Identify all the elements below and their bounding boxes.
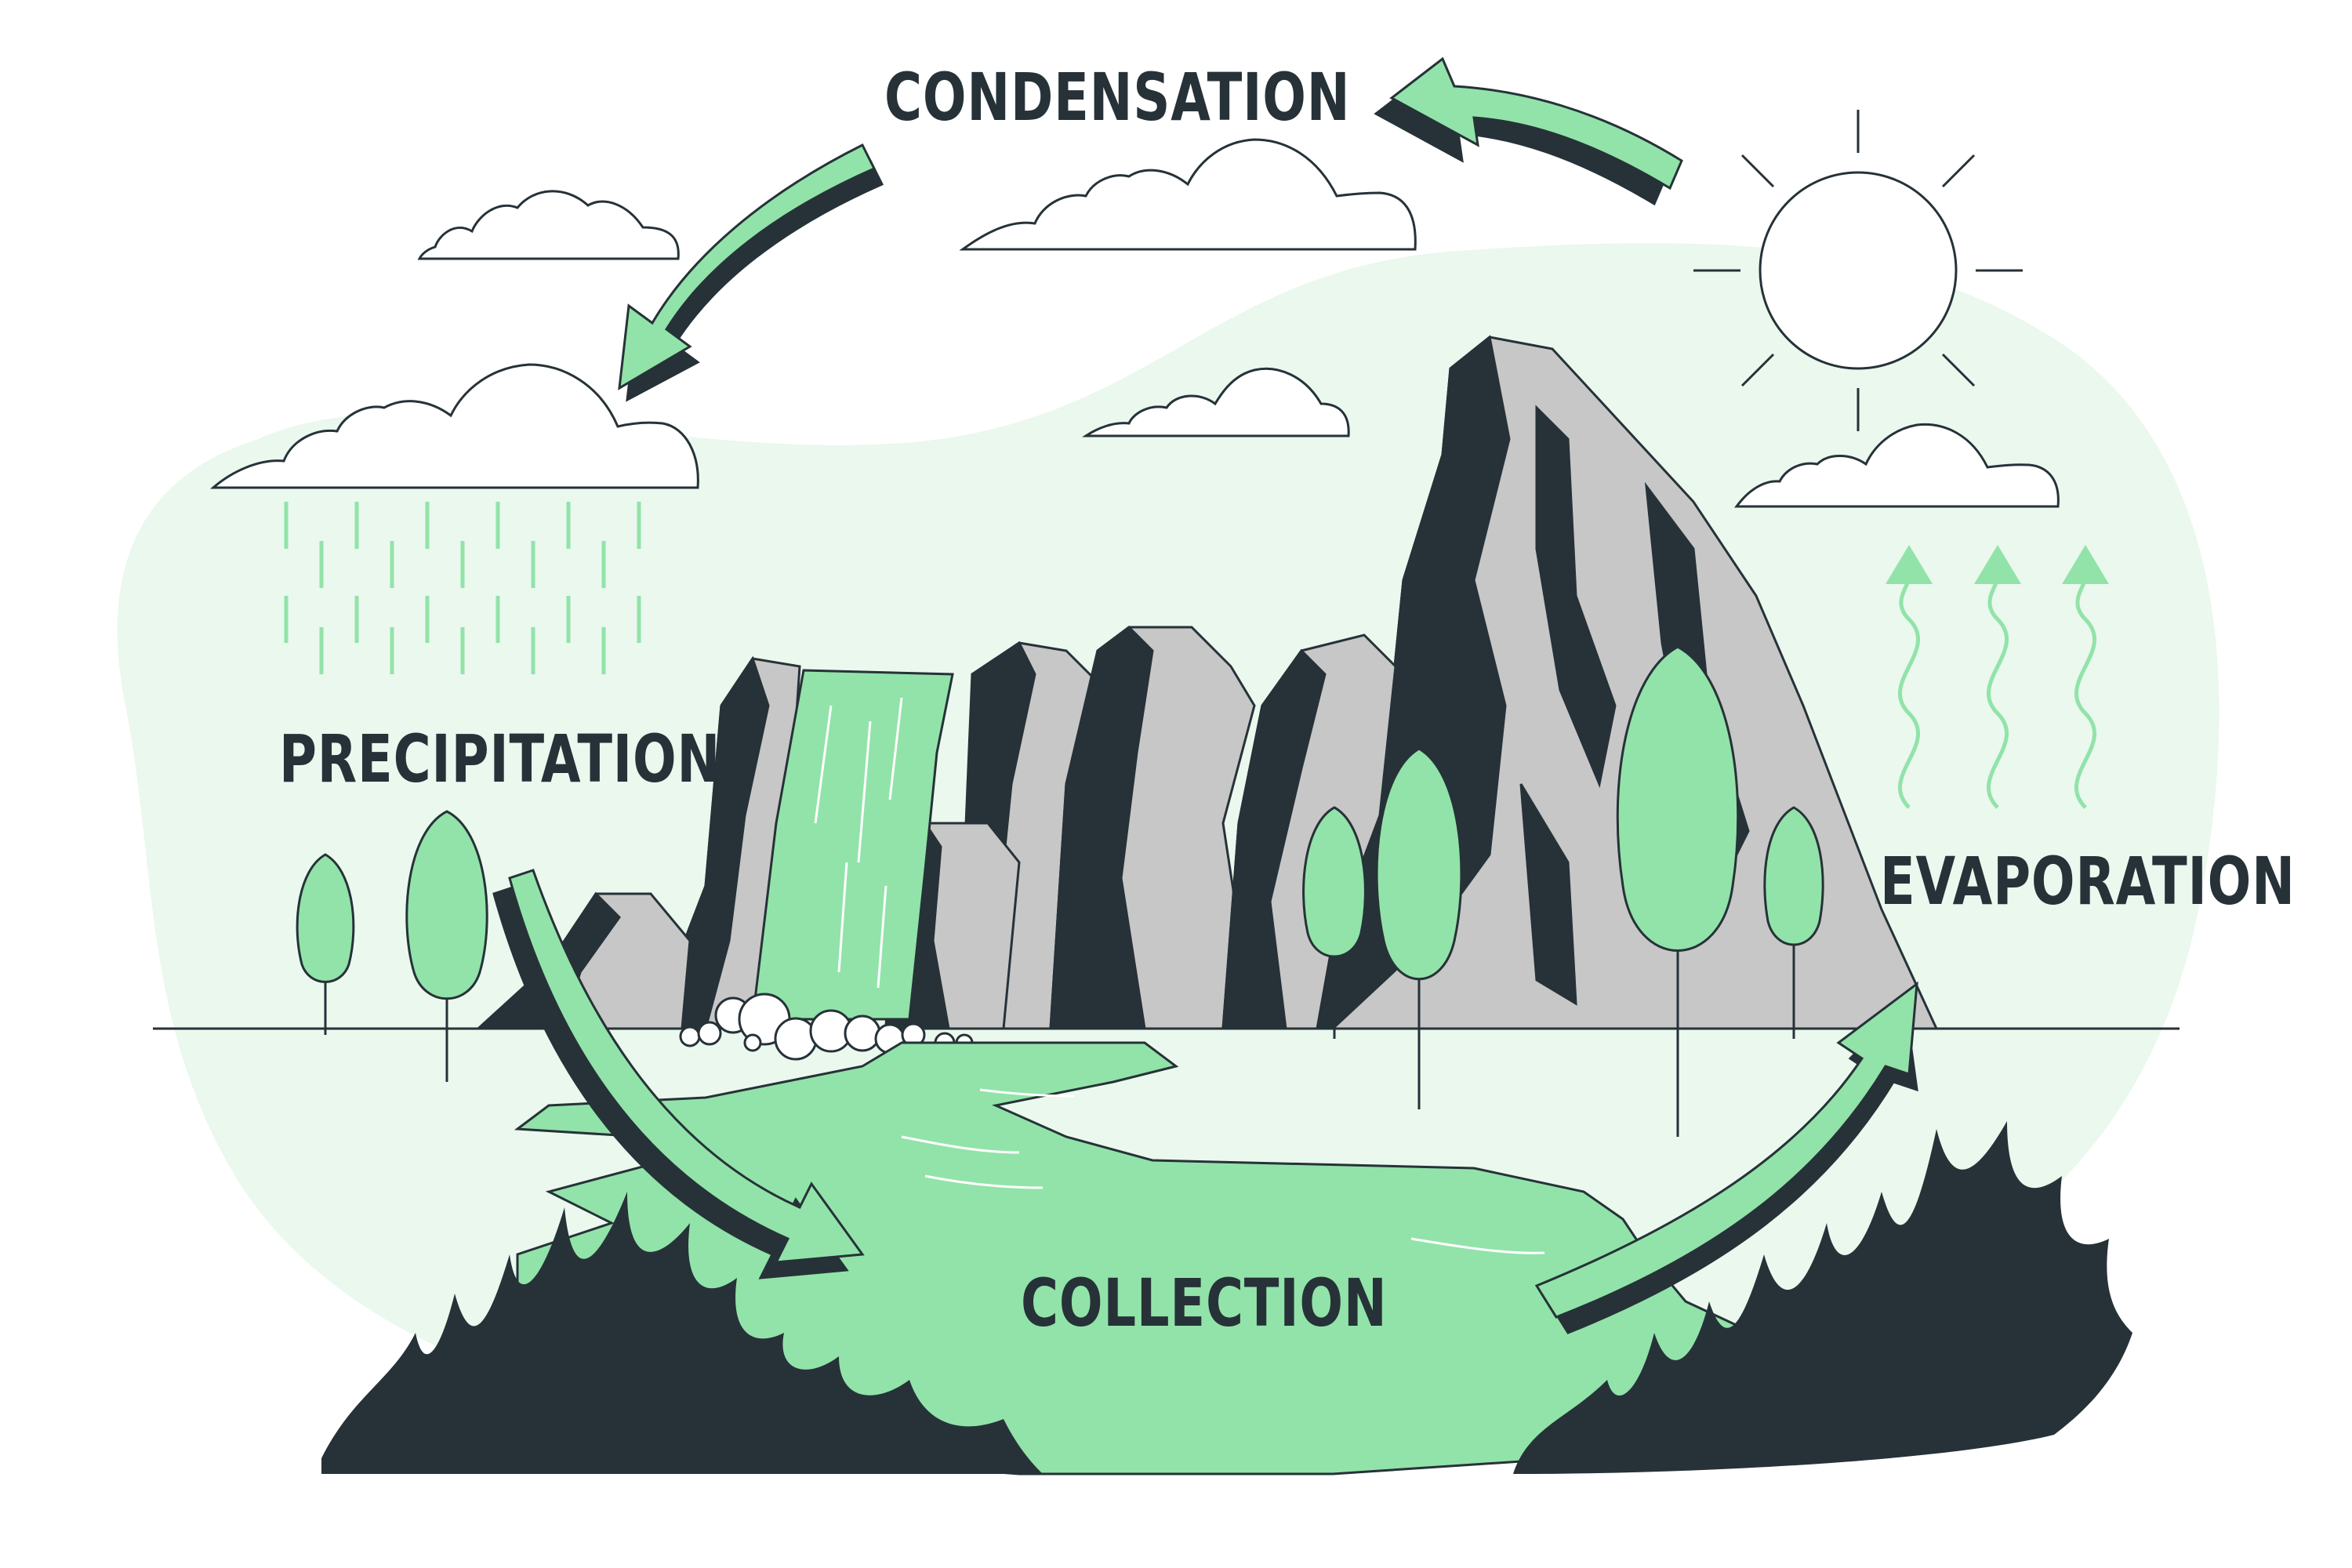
arrow-icon xyxy=(2062,545,2109,584)
arrow-precipitation-to-collection xyxy=(508,869,865,1264)
grass-icon xyxy=(1513,1121,2132,1474)
cloud-icon xyxy=(417,190,680,260)
cloud-icon xyxy=(1734,423,2060,508)
rain-icon xyxy=(284,502,641,674)
waterfall-icon xyxy=(679,669,974,1061)
arrow-icon xyxy=(1974,545,2021,584)
arrow-icon xyxy=(1886,545,1933,584)
collection-label: COLLECTION xyxy=(1021,1265,1388,1341)
cloud-icon xyxy=(959,138,1417,251)
tree-icon xyxy=(1616,645,1740,1137)
tree-icon xyxy=(1302,806,1367,1039)
arrow-collection-to-evaporation xyxy=(1534,981,1918,1319)
sun-icon xyxy=(1693,110,2023,431)
evaporation-icon xyxy=(1897,572,2097,809)
tree-icon xyxy=(1375,747,1463,1109)
cloud-icon xyxy=(209,363,699,489)
precipitation-label: PRECIPITATION xyxy=(279,720,721,797)
grass-icon xyxy=(321,1192,1043,1474)
tree-icon xyxy=(405,810,488,1082)
evaporation-label: EVAPORATION xyxy=(1880,843,2296,920)
rock-icon xyxy=(475,626,1397,1030)
arrow-evaporation-to-condensation xyxy=(1389,56,1683,191)
arrow-condensation-to-precipitation xyxy=(626,158,884,402)
cloud-icon xyxy=(1082,367,1350,437)
arrow-condensation-to-precipitation xyxy=(618,143,877,390)
tree-icon xyxy=(1763,806,1824,1039)
tree-icon xyxy=(296,853,355,1035)
condensation-label: CONDENSATION xyxy=(884,59,1351,136)
